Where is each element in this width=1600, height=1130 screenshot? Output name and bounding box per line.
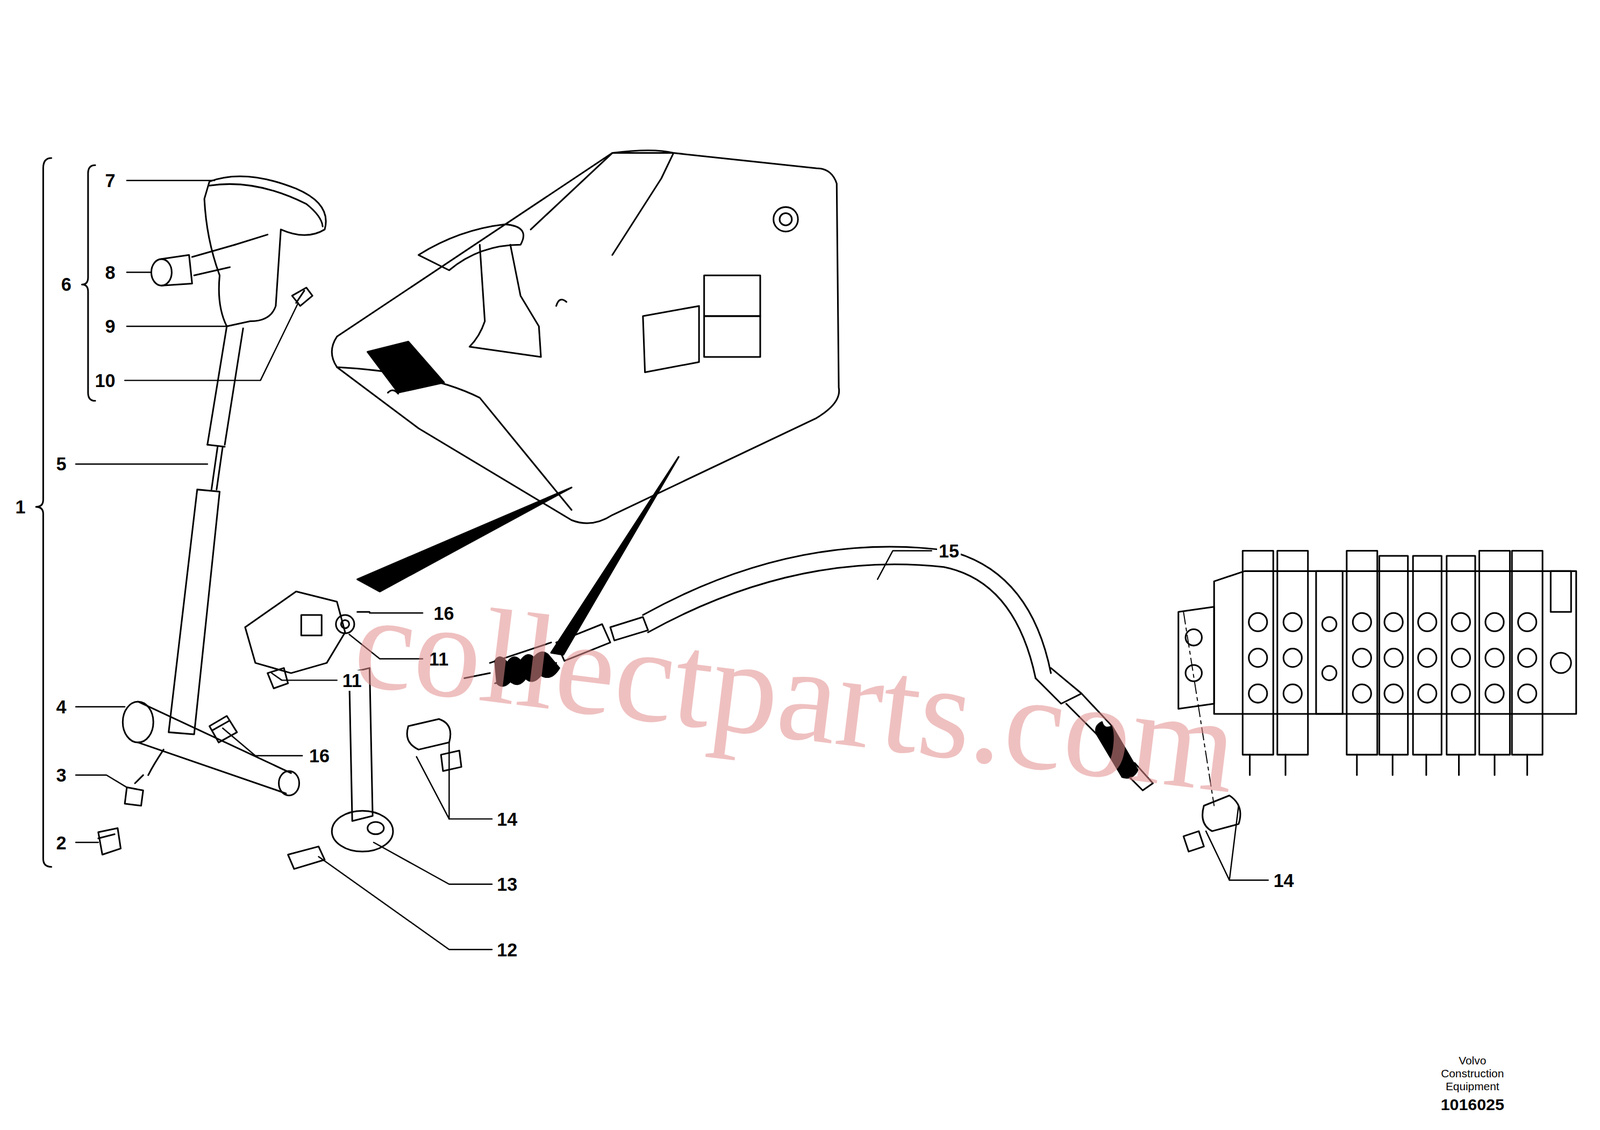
assembly-line — [1183, 611, 1214, 806]
callout-number: 15 — [937, 540, 961, 562]
clevis — [406, 718, 462, 771]
connector-part — [98, 827, 121, 855]
lever-knob — [204, 176, 326, 327]
callout-number: 3 — [54, 765, 68, 786]
control-cable — [464, 546, 1241, 852]
callout-number: 16 — [307, 745, 332, 767]
control-valve-block — [1178, 550, 1577, 775]
view-wedge — [551, 456, 679, 655]
callout-number: 4 — [54, 696, 68, 718]
callout-number: 16 — [432, 603, 456, 624]
link-arm — [288, 668, 394, 870]
callout-number: 2 — [54, 832, 68, 854]
callout-number: 14 — [495, 809, 519, 830]
lever-rod — [168, 326, 244, 735]
callout-number: 1 — [13, 496, 27, 518]
callout-number: 9 — [103, 316, 117, 337]
view-wedge — [357, 487, 572, 592]
cross-tube — [122, 701, 299, 796]
screw — [291, 287, 313, 306]
switch — [151, 244, 235, 286]
figure-number: 1016025 — [1440, 1095, 1505, 1115]
callout-number: 7 — [103, 170, 117, 191]
callout-number: 11 — [427, 648, 450, 670]
group-bracket — [81, 165, 96, 401]
control-console — [331, 150, 839, 524]
callout-number: 5 — [54, 453, 68, 475]
callout-number: 11 — [340, 670, 364, 691]
mounting-plate — [209, 591, 370, 743]
callout-number: 14 — [1272, 870, 1296, 891]
callout-number: 6 — [59, 274, 74, 295]
callout-number: 10 — [93, 370, 117, 391]
leader-lines — [75, 180, 1269, 950]
callout-number: 8 — [103, 262, 117, 283]
watermark: collectparts.com — [347, 573, 1245, 816]
callout-number: 12 — [495, 939, 519, 961]
group-bracket — [36, 158, 52, 867]
connector-part — [124, 787, 144, 806]
publisher-note: Volvo Construction Equipment — [1426, 1054, 1519, 1094]
callout-number: 13 — [495, 874, 519, 895]
